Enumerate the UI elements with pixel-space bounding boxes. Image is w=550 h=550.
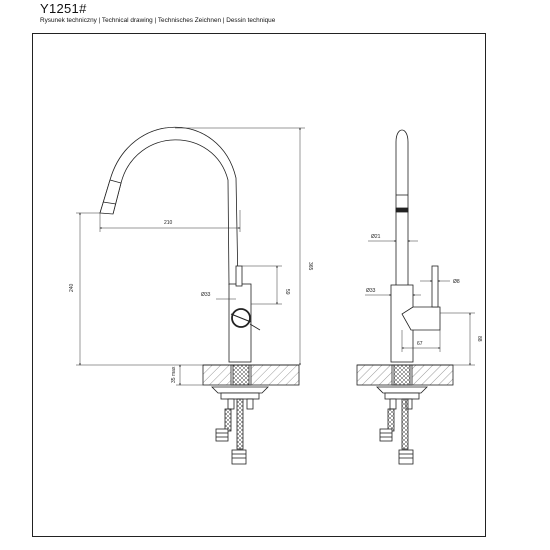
side-dimensions [365, 240, 475, 366]
front-view [99, 126, 300, 465]
dim-lever-diameter: Ø8 [453, 279, 460, 285]
side-spout-tip [395, 207, 409, 213]
dim-lever-reach: 67 [417, 341, 423, 347]
dim-total-height: 365 [307, 262, 313, 271]
drawing-subtitle: Rysunek techniczny | Technical drawing |… [40, 17, 276, 24]
dim-mount: 35 max [171, 366, 177, 383]
side-hose-fitting-left [379, 428, 393, 442]
dim-spout-height: 240 [69, 283, 75, 292]
front-dimensions [76, 127, 305, 386]
side-spout [395, 129, 409, 285]
side-hose-fitting-right [398, 449, 414, 465]
dim-handle: 59 [284, 289, 290, 295]
side-mount-nut [376, 386, 428, 394]
dim-front-body-diameter: Ø33 [201, 292, 211, 298]
front-spout-tip [99, 179, 122, 215]
dim-side-body-diameter: Ø33 [366, 288, 376, 294]
front-spout-outer [99, 126, 239, 286]
front-lever-stem [235, 265, 243, 287]
side-view [356, 129, 454, 465]
drawing-frame [32, 33, 486, 537]
front-hose-fitting-right [231, 449, 247, 465]
front-hose-fitting-left [215, 428, 229, 442]
dim-reach: 210 [164, 220, 173, 226]
product-code: Y1251# [40, 1, 87, 16]
dim-spout-diameter: Ø21 [371, 234, 381, 240]
dim-lever-height: 88 [476, 336, 482, 342]
front-spout-inner [112, 139, 230, 286]
front-mount-nut [211, 386, 269, 394]
side-lever-pin [431, 265, 439, 308]
